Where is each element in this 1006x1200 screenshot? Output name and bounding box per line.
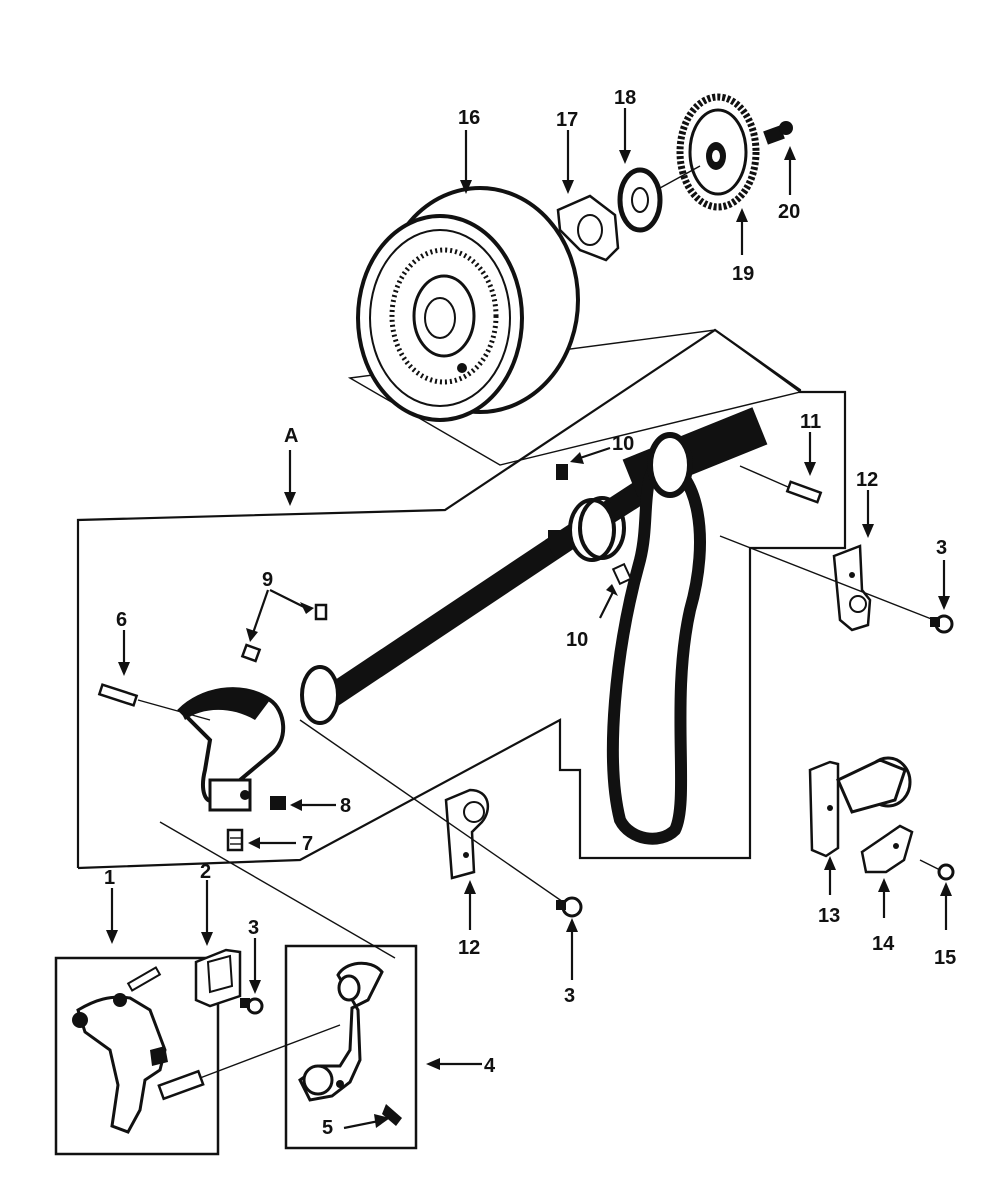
screw-part-20	[763, 121, 796, 195]
set-screws-part-9	[240, 589, 328, 663]
label-12-upper: 12	[856, 469, 878, 491]
label-7: 7	[302, 833, 313, 855]
label-17: 17	[556, 109, 578, 131]
washer-part-18	[617, 108, 663, 233]
gasket-part-17	[556, 130, 620, 262]
label-16: 16	[458, 107, 480, 129]
pin-part-11	[739, 432, 823, 504]
screw-part-3-upper	[930, 560, 954, 634]
set-screw-part-7	[226, 828, 296, 852]
label-15: 15	[934, 947, 956, 969]
label-10-upper: 10	[612, 433, 634, 455]
crank-counterweight	[177, 665, 340, 812]
part-labels: 16 17 18 19 20 A 10 11 12 3 9 6 10 8 7 1…	[104, 87, 956, 1139]
worm-gear	[548, 496, 626, 562]
label-18: 18	[614, 87, 636, 109]
tension-plate-part-14	[860, 824, 914, 918]
gear-part-19	[659, 93, 760, 255]
label-3-lower: 3	[564, 985, 575, 1007]
assembly-a-pointer	[284, 450, 296, 506]
set-screws-part-10	[556, 446, 633, 619]
assembly-a-outline	[76, 328, 847, 870]
screw-part-5	[343, 1104, 402, 1130]
clip-part-2	[194, 880, 242, 1008]
label-9: 9	[262, 569, 273, 591]
label-a: A	[284, 425, 298, 447]
link-arm-part-4	[159, 821, 482, 1150]
crank-link-part-1	[54, 888, 341, 1156]
label-19: 19	[732, 263, 754, 285]
label-1: 1	[104, 867, 115, 889]
screw-part-15	[919, 859, 955, 930]
bracket-part-12-upper	[719, 490, 935, 632]
label-12-lower: 12	[458, 937, 480, 959]
label-3-left: 3	[248, 917, 259, 939]
label-3-upper: 3	[936, 537, 947, 559]
timing-belt	[606, 432, 706, 845]
label-4: 4	[484, 1055, 496, 1077]
set-screw-part-8	[270, 796, 336, 811]
screw-part-3-left	[240, 938, 264, 1015]
label-20: 20	[778, 201, 800, 223]
label-10-lower: 10	[566, 629, 588, 651]
label-5: 5	[322, 1117, 333, 1139]
screw-part-3-lower	[556, 896, 583, 980]
pin-part-6	[97, 630, 211, 721]
label-6: 6	[116, 609, 127, 631]
pulley-part-16	[356, 130, 580, 422]
label-2: 2	[200, 861, 211, 883]
tension-bracket-part-13	[808, 756, 912, 895]
label-14: 14	[872, 933, 895, 955]
label-11: 11	[800, 411, 821, 433]
label-8: 8	[340, 795, 351, 817]
label-13: 13	[818, 905, 840, 927]
bracket-part-12-lower	[299, 719, 567, 930]
